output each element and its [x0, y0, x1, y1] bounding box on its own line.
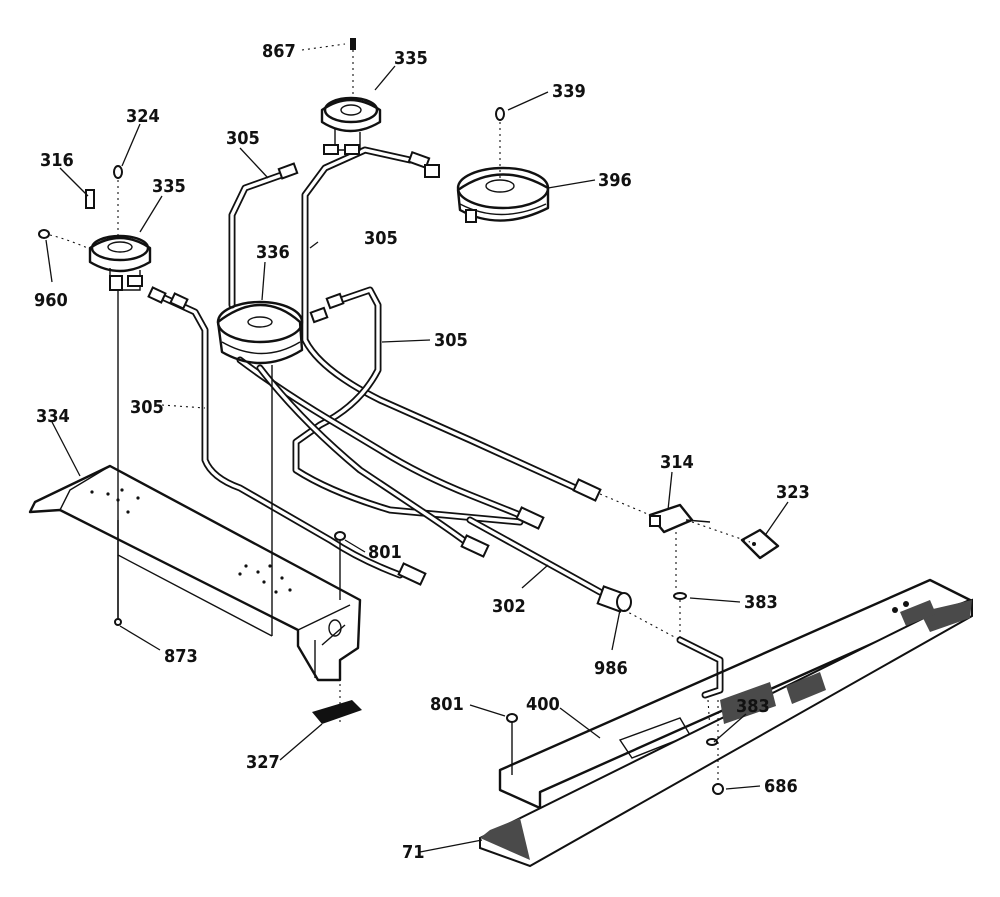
label-400: 400	[526, 694, 560, 715]
nut-686	[706, 700, 724, 795]
screw-801-right	[506, 713, 518, 775]
label-327: 327	[246, 752, 280, 773]
tube-302	[466, 516, 632, 613]
plate-327	[312, 700, 362, 724]
label-960: 960	[34, 290, 68, 311]
clip-960	[38, 229, 93, 251]
screw-324	[113, 165, 123, 236]
burner-top	[320, 96, 382, 155]
bracket-334	[28, 464, 362, 682]
gas-tube-center	[301, 146, 584, 494]
label-873: 873	[164, 646, 198, 667]
burner-left	[85, 189, 152, 291]
gas-tube-left	[156, 292, 404, 579]
label-339: 339	[552, 81, 586, 102]
label-305-b: 305	[364, 228, 398, 249]
orifice-867	[350, 38, 356, 100]
screw-873	[114, 618, 122, 626]
ring-383	[673, 592, 687, 640]
tube-fittings	[147, 150, 602, 586]
label-305-a: 305	[226, 128, 260, 149]
base-plate-71	[479, 598, 973, 868]
label-71: 71	[402, 842, 425, 863]
label-302: 302	[492, 596, 526, 617]
label-335-left: 335	[152, 176, 186, 197]
label-686: 686	[764, 776, 798, 797]
regulator-314	[599, 493, 751, 590]
label-383-a: 383	[744, 592, 778, 613]
gas-tube-middle-left	[228, 168, 294, 309]
label-336: 336	[256, 242, 290, 263]
label-801-b: 801	[430, 694, 464, 715]
label-323: 323	[776, 482, 810, 503]
leader-lines	[45, 43, 789, 853]
manifold-bracket-400	[498, 578, 972, 810]
label-316: 316	[40, 150, 74, 171]
label-801-a: 801	[368, 542, 402, 563]
part-323	[740, 528, 780, 560]
gas-tube-lower	[236, 356, 524, 549]
part-labels: 867 335 339 324 316 335 305 396 305 336 …	[34, 41, 810, 863]
label-324: 324	[126, 106, 160, 127]
label-335-top: 335	[394, 48, 428, 69]
label-305-c: 305	[434, 330, 468, 351]
elbow-pipe	[623, 609, 724, 699]
burner-right	[456, 166, 550, 223]
label-396: 396	[598, 170, 632, 191]
label-314: 314	[660, 452, 694, 473]
label-986: 986	[594, 658, 628, 679]
gas-tube-right-loop	[292, 286, 524, 526]
label-867: 867	[262, 41, 296, 62]
screw-339	[495, 107, 505, 180]
burner-center	[216, 300, 304, 365]
label-383-b: 383	[736, 696, 770, 717]
label-305-d: 305	[130, 397, 164, 418]
label-334: 334	[36, 406, 70, 427]
